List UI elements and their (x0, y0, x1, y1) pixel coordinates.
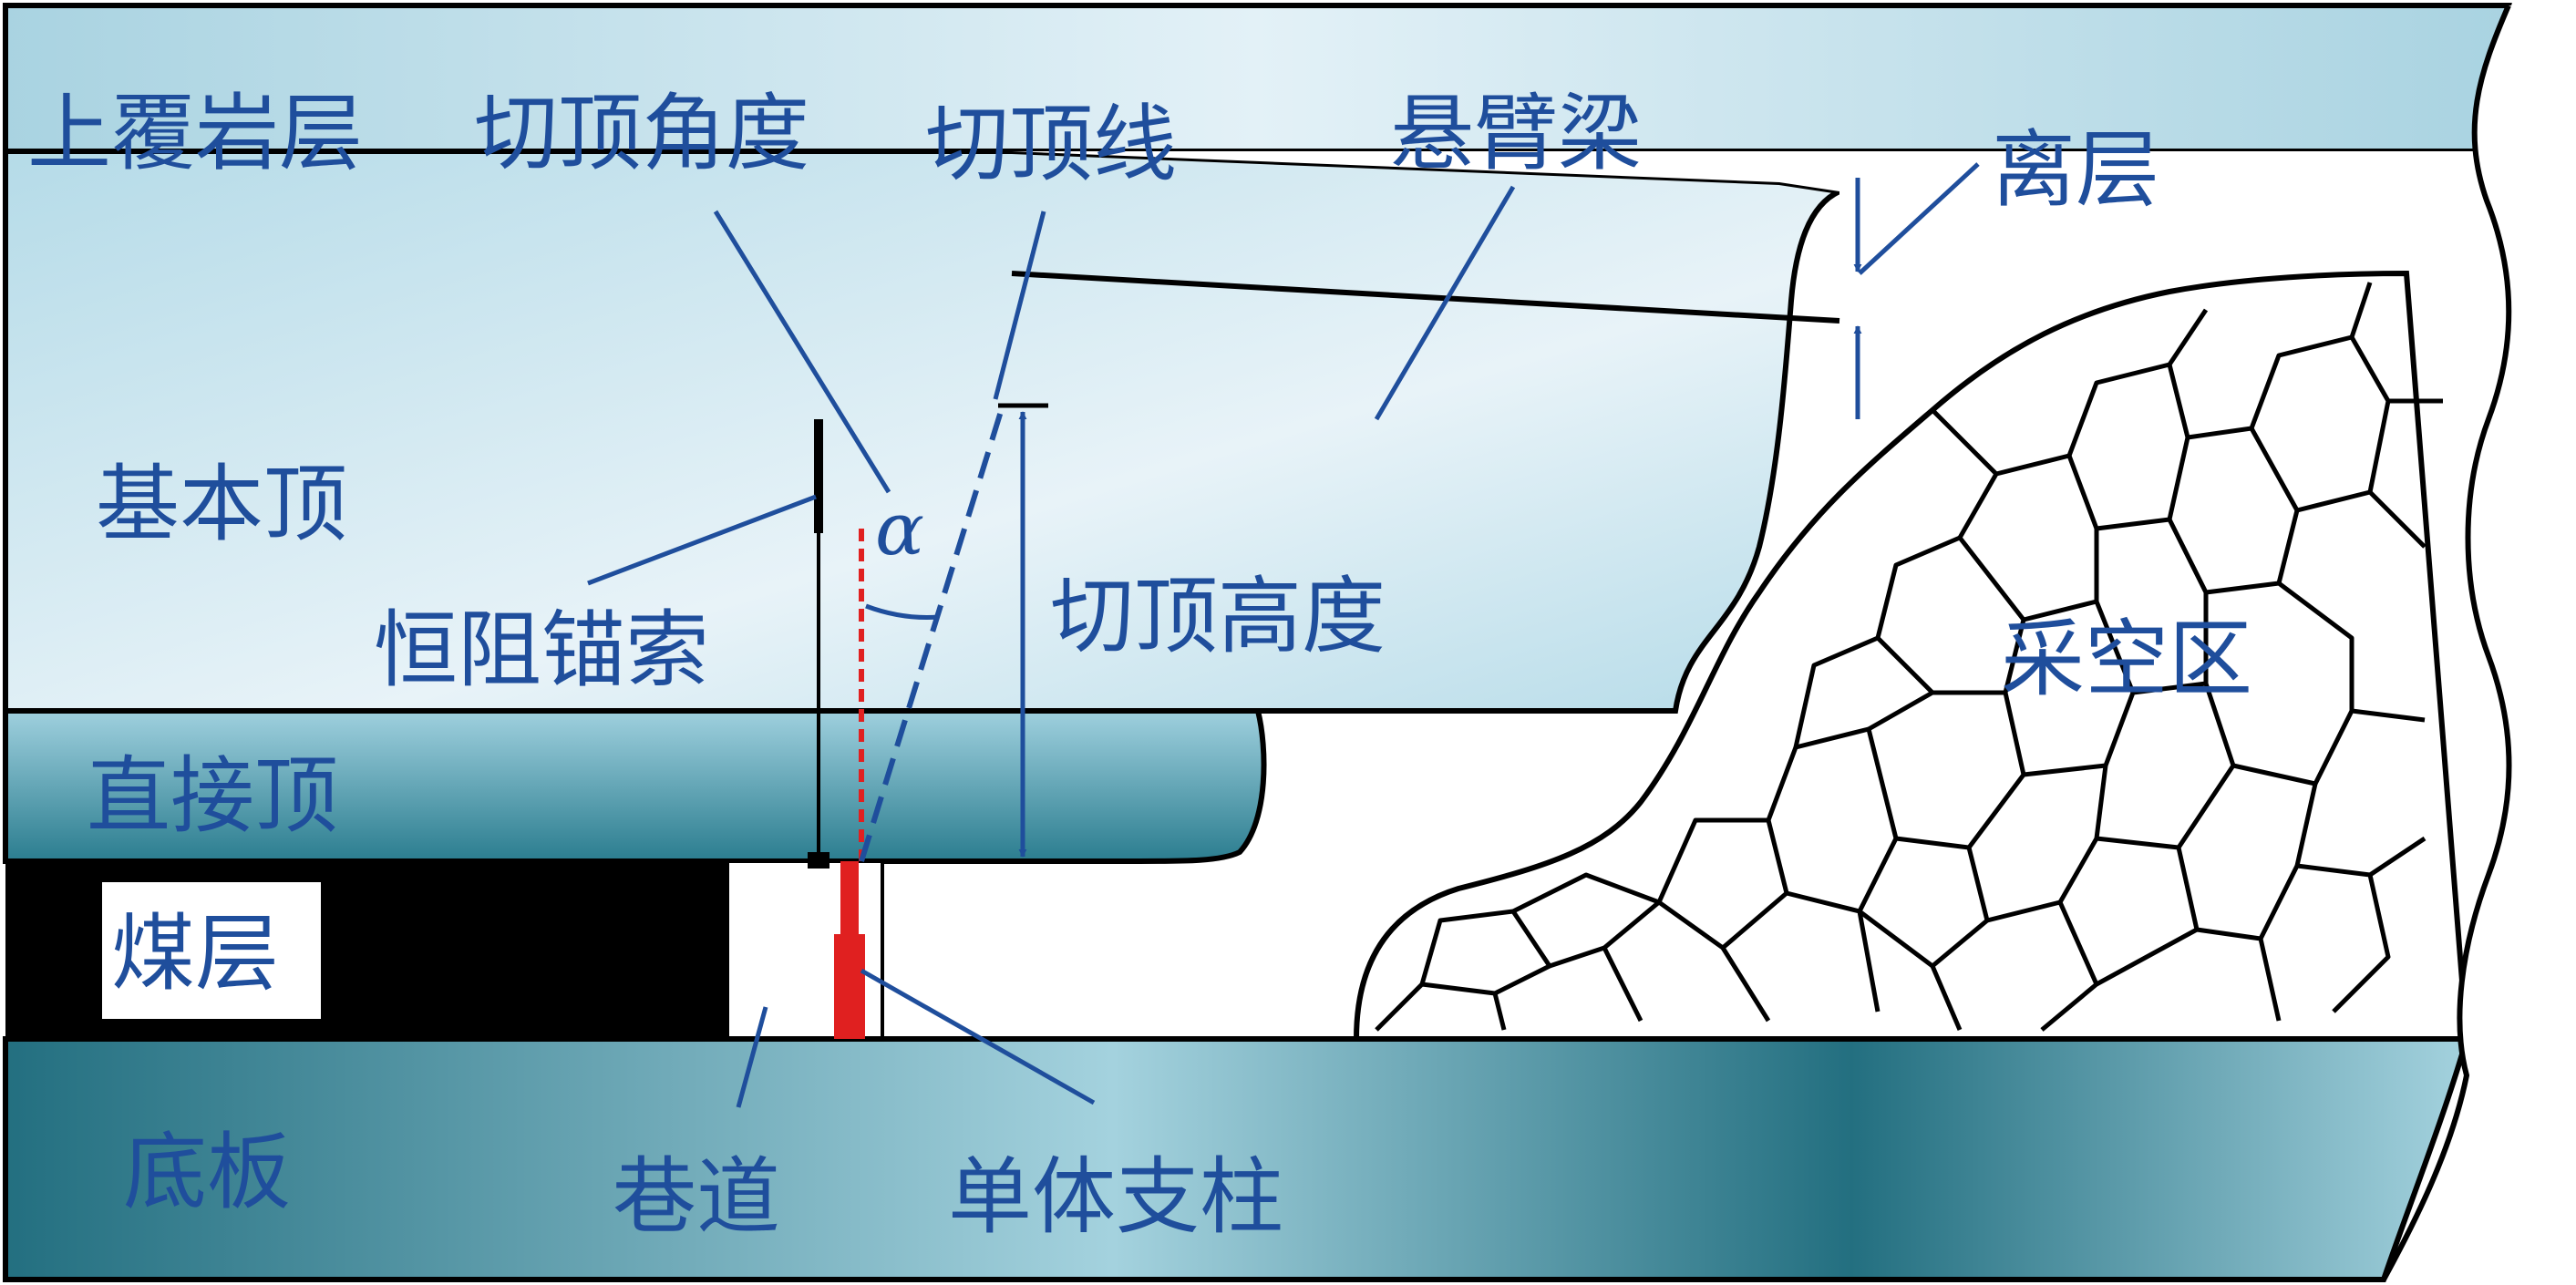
label-floor: 底板 (123, 1124, 291, 1221)
label-immediate-roof: 直接顶 (87, 747, 338, 845)
section-break-edge (2384, 5, 2576, 1280)
pointer-anchor-cable (587, 494, 817, 586)
label-single-prop: 单体支柱 (948, 1148, 1283, 1246)
immediate-roof-layer (3, 708, 1267, 864)
pointer-cut-line (993, 211, 1046, 400)
goaf-outline (1353, 270, 2470, 1042)
label-cantilever: 悬臂梁 (1390, 85, 1642, 182)
section-break-line (2381, 4, 2512, 1281)
pointer-roadway (736, 1006, 768, 1108)
label-goaf: 采空区 (2001, 611, 2252, 708)
label-coal-seam: 煤层 (111, 905, 279, 1002)
goaf-rubble (1375, 282, 2443, 1032)
pointer-cantilever (1374, 185, 1516, 421)
label-separation: 离层 (1992, 121, 2159, 219)
pointer-separation (1858, 162, 1980, 275)
pointer-lines (587, 162, 1980, 1108)
single-prop-base (834, 934, 865, 1039)
label-main-roof: 基本顶 (96, 456, 347, 553)
label-cut-height: 切顶高度 (1050, 568, 1386, 665)
pointer-cut-angle (713, 210, 891, 494)
label-anchor-cable: 恒阻锚索 (374, 601, 709, 699)
angle-arc (865, 603, 940, 620)
cantilever-bottom-edge (1011, 271, 1840, 324)
label-cut-line: 切顶线 (925, 96, 1177, 193)
pointer-single-prop (860, 968, 1096, 1105)
label-alpha: α (875, 487, 924, 571)
single-prop (840, 861, 859, 934)
label-roadway: 巷道 (613, 1148, 780, 1246)
label-overburden: 上覆岩层 (27, 85, 363, 182)
label-cut-angle: 切顶角度 (474, 85, 809, 182)
main-roof-layer (3, 149, 1850, 714)
anchor-cable-plate (808, 852, 829, 869)
coal-label-box (102, 882, 321, 1019)
